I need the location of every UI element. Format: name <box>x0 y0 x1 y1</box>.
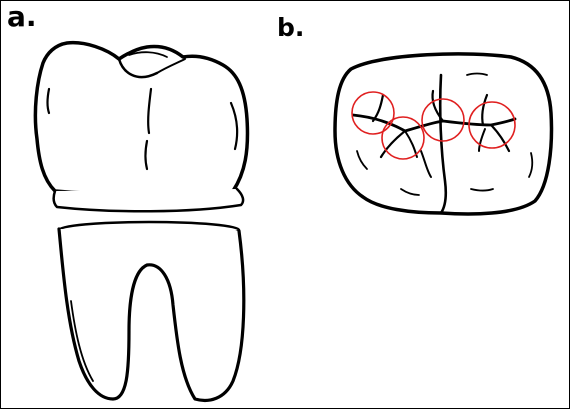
panel-b-occlusal-drawing <box>335 54 551 214</box>
crown-outline <box>35 43 247 195</box>
panel-a-tooth-drawing <box>35 43 247 401</box>
root-outline <box>59 229 244 400</box>
crown-cervical-band <box>54 189 243 211</box>
tooth-crown <box>35 43 247 212</box>
tooth-root <box>59 222 244 400</box>
